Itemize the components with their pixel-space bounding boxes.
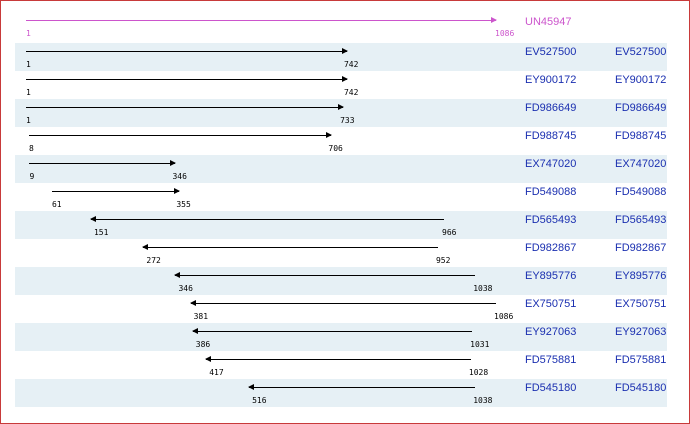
hit-start: 1 xyxy=(26,116,31,125)
arrow-right-icon xyxy=(341,76,348,82)
hit-accession-right-link[interactable]: FD575881 xyxy=(615,354,667,366)
arrow-left-icon xyxy=(189,300,196,306)
hit-start: 346 xyxy=(178,284,193,293)
query-accession: UN45947 xyxy=(525,16,572,28)
hit-end: 1031 xyxy=(470,340,490,349)
hit-start: 516 xyxy=(252,396,267,405)
hit-end: 1038 xyxy=(473,284,493,293)
arrow-right-icon xyxy=(491,17,497,23)
arrow-left-icon xyxy=(89,216,96,222)
hit-accession-link[interactable]: EY927063 xyxy=(525,326,577,338)
arrow-right-icon xyxy=(174,188,181,194)
hit-arrow xyxy=(29,160,177,166)
hit-row: 8 706 FD988745 FD988745 xyxy=(15,127,667,155)
hit-accession-link[interactable]: EX750751 xyxy=(525,298,577,310)
hit-row: 1 742 EY900172 EY900172 xyxy=(15,71,667,99)
hit-end: 1028 xyxy=(468,368,489,377)
hit-accession-right-link[interactable]: FD549088 xyxy=(615,186,667,198)
arrow-right-icon xyxy=(326,132,333,138)
hit-accession-link[interactable]: FD545180 xyxy=(525,382,577,394)
hit-start: 381 xyxy=(193,312,209,321)
arrow-left-icon xyxy=(142,244,149,250)
arrow-left-icon xyxy=(248,384,255,390)
hit-accession-right-link[interactable]: FD565493 xyxy=(615,214,667,226)
hit-row: 1 742 EV527500 EV527500 xyxy=(15,43,667,71)
hit-accession-link[interactable]: FD575881 xyxy=(525,354,577,366)
hit-row: 516 1038 FD545180 FD545180 xyxy=(15,379,667,407)
hit-end: 742 xyxy=(343,60,359,69)
query-end: 1086 xyxy=(495,29,515,38)
hit-arrow xyxy=(89,216,444,222)
hit-start: 272 xyxy=(146,256,161,265)
hit-row: 381 1086 EX750751 EX750751 xyxy=(15,295,667,323)
hit-end: 1038 xyxy=(473,396,493,405)
hit-end: 952 xyxy=(435,256,451,265)
arrow-left-icon xyxy=(205,356,212,362)
query-arrow xyxy=(26,17,497,23)
hit-row: 417 1028 FD575881 FD575881 xyxy=(15,351,667,379)
hit-start: 8 xyxy=(29,144,34,153)
hit-accession-link[interactable]: EX747020 xyxy=(525,158,577,170)
hit-arrow xyxy=(26,48,348,54)
hit-accession-link[interactable]: FD982867 xyxy=(525,242,577,254)
hit-accession-link[interactable]: FD988745 xyxy=(525,130,577,142)
hit-arrow xyxy=(248,384,476,390)
arrow-left-icon xyxy=(191,328,198,334)
query-start: 1 xyxy=(26,29,31,38)
hit-end: 346 xyxy=(172,172,187,181)
arrow-right-icon xyxy=(341,48,348,54)
hit-start: 9 xyxy=(29,172,35,181)
arrow-right-icon xyxy=(338,104,345,110)
hit-accession-right-link[interactable]: EY927063 xyxy=(615,326,667,338)
hit-row: 346 1038 EY895776 EY895776 xyxy=(15,267,667,295)
hit-arrow xyxy=(205,356,471,362)
hit-accession-link[interactable]: FD986649 xyxy=(525,102,577,114)
hit-row: 151 966 FD565493 FD565493 xyxy=(15,211,667,239)
hit-row: 386 1031 EY927063 EY927063 xyxy=(15,323,667,351)
hit-arrow xyxy=(26,76,348,82)
hit-accession-link[interactable]: FD565493 xyxy=(525,214,577,226)
hit-end: 1086 xyxy=(494,312,514,321)
hit-end: 706 xyxy=(328,144,343,153)
query-row: 1 1086 UN45947 xyxy=(15,13,667,41)
hit-row: 61 355 FD549088 FD549088 xyxy=(15,183,667,211)
hit-row: 1 733 FD986649 FD986649 xyxy=(15,99,667,127)
hit-accession-right-link[interactable]: EX747020 xyxy=(615,158,667,170)
hit-accession-right-link[interactable]: EY895776 xyxy=(615,270,667,282)
hit-arrow xyxy=(51,188,181,194)
hit-start: 151 xyxy=(93,228,109,237)
hit-start: 1 xyxy=(26,88,31,97)
hit-arrow xyxy=(26,104,345,110)
hit-accession-right-link[interactable]: FD986649 xyxy=(615,102,667,114)
hit-arrow xyxy=(29,132,333,138)
hit-accession-link[interactable]: EV527500 xyxy=(525,46,577,58)
hit-start: 417 xyxy=(209,368,224,377)
hit-accession-right-link[interactable]: FD545180 xyxy=(615,382,667,394)
hit-row: 272 952 FD982867 FD982867 xyxy=(15,239,667,267)
hit-start: 1 xyxy=(26,60,31,69)
hit-accession-right-link[interactable]: EV527500 xyxy=(615,46,667,58)
hit-arrow xyxy=(189,300,496,306)
hit-accession-right-link[interactable]: EX750751 xyxy=(615,298,667,310)
arrow-right-icon xyxy=(170,160,177,166)
hit-end: 742 xyxy=(343,88,359,97)
hit-accession-right-link[interactable]: EY900172 xyxy=(615,74,667,86)
hit-end: 355 xyxy=(176,200,191,209)
hit-end: 966 xyxy=(442,228,457,237)
hit-accession-right-link[interactable]: FD982867 xyxy=(615,242,667,254)
hit-end: 733 xyxy=(340,116,355,125)
hit-arrow xyxy=(174,272,476,278)
hit-accession-link[interactable]: EY895776 xyxy=(525,270,577,282)
hit-row: 9 346 EX747020 EX747020 xyxy=(15,155,667,183)
hit-start: 386 xyxy=(195,340,211,349)
hit-start: 61 xyxy=(51,200,62,209)
hit-arrow xyxy=(142,244,438,250)
arrow-left-icon xyxy=(174,272,181,278)
hit-accession-right-link[interactable]: FD988745 xyxy=(615,130,667,142)
hit-accession-link[interactable]: EY900172 xyxy=(525,74,577,86)
hit-accession-link[interactable]: FD549088 xyxy=(525,186,577,198)
hit-arrow xyxy=(191,328,473,334)
